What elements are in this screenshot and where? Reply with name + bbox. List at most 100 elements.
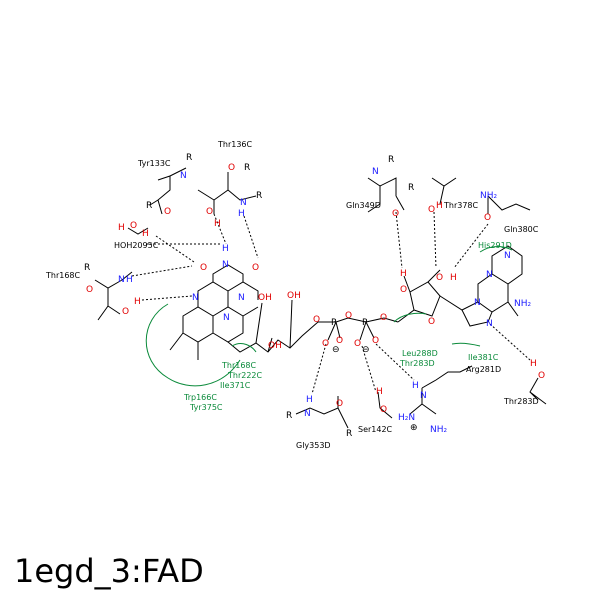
- diagram-title: 1egd_3:FAD: [14, 552, 204, 590]
- charge-minus-2: ⊖: [362, 345, 370, 355]
- atom-p1: P: [331, 318, 337, 328]
- atom-hoh-h1: H: [118, 223, 125, 233]
- hydrophobic-thr222c: Thr222C: [227, 371, 263, 380]
- atom-op4: O: [372, 336, 379, 346]
- atom-thr136-n: N: [240, 198, 247, 208]
- atom-o4: O: [200, 263, 207, 273]
- atom-n5: N: [192, 293, 199, 303]
- atom-n10: N: [223, 313, 230, 323]
- atom-tyr133-o: O: [164, 207, 171, 217]
- residue-thr136c: Thr136C: [217, 140, 253, 149]
- atom-ser142-h: H: [376, 387, 383, 397]
- residue-thr378c: Thr378C: [443, 201, 479, 210]
- atom-n3: N: [222, 260, 229, 270]
- atom-o4a: O: [428, 317, 435, 327]
- residue-gln380c: Gln380C: [504, 225, 539, 234]
- atom-o4r: OH: [287, 291, 301, 301]
- residue-gly353d: Gly353D: [296, 441, 331, 450]
- atom-n6a: NH₂: [514, 299, 532, 309]
- atom-arg281-nh2: NH₂: [430, 425, 448, 435]
- atom-ser142-o: O: [380, 405, 387, 415]
- ligand-skeleton: [169, 245, 523, 360]
- residue-ser142c: Ser142C: [358, 425, 393, 434]
- atom-op1: O: [322, 339, 329, 349]
- atom-gly353-r: R: [286, 411, 292, 421]
- atom-n1a: N: [504, 251, 511, 261]
- atom-h3: H: [222, 244, 229, 254]
- atom-h3a: H: [400, 269, 407, 279]
- atom-o2: O: [252, 263, 259, 273]
- atom-op2: O: [336, 336, 343, 346]
- atom-h2a: H: [450, 273, 457, 283]
- atom-thr168-og: O: [122, 307, 129, 317]
- atom-opp: O: [345, 311, 352, 321]
- atom-gly353-n: N: [304, 409, 311, 419]
- atom-tyr133-r: R: [186, 153, 192, 163]
- atom-n9a: N: [474, 298, 481, 308]
- atom-n7a: N: [486, 319, 493, 329]
- hydrophobic-tyr375c: Tyr375C: [189, 403, 223, 412]
- atom-thr136-r: R: [244, 163, 250, 173]
- residue-gln349d: Gln349D: [346, 201, 381, 210]
- atom-arg281-nh1: H₂N: [398, 413, 415, 423]
- residue-thr168c: Thr168C: [45, 271, 81, 280]
- hydrophobic-ile381c: Ile381C: [468, 353, 499, 362]
- atom-gly353-r2: R: [346, 429, 352, 439]
- atom-thr168-o: O: [86, 285, 93, 295]
- atom-gln349-o: O: [392, 209, 399, 219]
- atom-thr168-hg: H: [134, 297, 141, 307]
- atom-o2a: O: [436, 273, 443, 283]
- atom-thr136-og: O: [206, 207, 213, 217]
- atom-thr283-o: O: [538, 371, 545, 381]
- atom-thr378-o: O: [428, 205, 435, 215]
- atom-gly353-o: O: [336, 399, 343, 409]
- atom-o2r: OH: [258, 293, 272, 303]
- hydrophobic-thr168c: Thr168C: [221, 361, 257, 370]
- hydrophobic-ile371c: Ile371C: [220, 381, 251, 390]
- atom-arg281-h: H: [412, 381, 419, 391]
- atom-tyr133-n: N: [180, 171, 187, 181]
- hydrophobic-contacts: [145, 246, 513, 387]
- atom-gln349-r: R: [388, 155, 394, 165]
- atom-o3r: OH: [268, 341, 282, 351]
- atom-o3a: O: [400, 285, 407, 295]
- atom-o5r: O: [313, 315, 320, 325]
- residue-thr283d: Thr283D: [503, 397, 539, 406]
- atom-labels: N N N N H O O OH OH OH O P O P O O O O O…: [84, 153, 545, 439]
- atom-o5a: O: [380, 313, 387, 323]
- atom-thr168-n: N: [118, 275, 125, 285]
- residue-arg281d: Arg281D: [466, 365, 501, 374]
- atom-tyr133-r2: R: [146, 201, 152, 211]
- atom-hoh-h2: H: [142, 229, 149, 239]
- atom-hoh-o: O: [130, 221, 137, 231]
- residue-skeletons: [94, 167, 547, 429]
- atom-gln380-n: NH₂: [480, 191, 498, 201]
- atom-p2: P: [362, 318, 368, 328]
- residue-labels: Thr136C Tyr133C HOH2095C Thr168C Gln349D…: [45, 140, 539, 450]
- hydrogen-bonds: [131, 211, 531, 395]
- atom-thr136-h: H: [238, 209, 245, 219]
- atom-thr168-r: R: [84, 263, 90, 273]
- atom-thr136-o: O: [228, 163, 235, 173]
- atom-thr136-r2: R: [256, 191, 262, 201]
- atom-op3: O: [354, 339, 361, 349]
- hydrophobic-thr283d: Thr283D: [399, 359, 435, 368]
- atom-thr378-h: H: [436, 201, 443, 211]
- atom-thr168-h: H: [126, 275, 133, 285]
- charge-plus: ⊕: [410, 423, 418, 433]
- charge-minus-1: ⊖: [332, 345, 340, 355]
- atom-n1: N: [238, 293, 245, 303]
- hydrophobic-trp166c: Trp166C: [183, 393, 217, 402]
- atom-thr283-h: H: [530, 359, 537, 369]
- atom-gly353-h: H: [306, 395, 313, 405]
- hydrophobic-labels: His291D Thr168C Thr222C Ile371C Trp166C …: [183, 241, 512, 412]
- residue-tyr133c: Tyr133C: [137, 159, 171, 168]
- atom-arg281-n: N: [420, 391, 427, 401]
- atom-gln349-n: N: [372, 167, 379, 177]
- atom-gln380-o: O: [484, 213, 491, 223]
- atom-n3a: N: [486, 270, 493, 280]
- atom-thr136-hg: H: [214, 219, 221, 229]
- hydrophobic-leu288d: Leu288D: [402, 349, 438, 358]
- hydrophobic-his291d: His291D: [478, 241, 512, 250]
